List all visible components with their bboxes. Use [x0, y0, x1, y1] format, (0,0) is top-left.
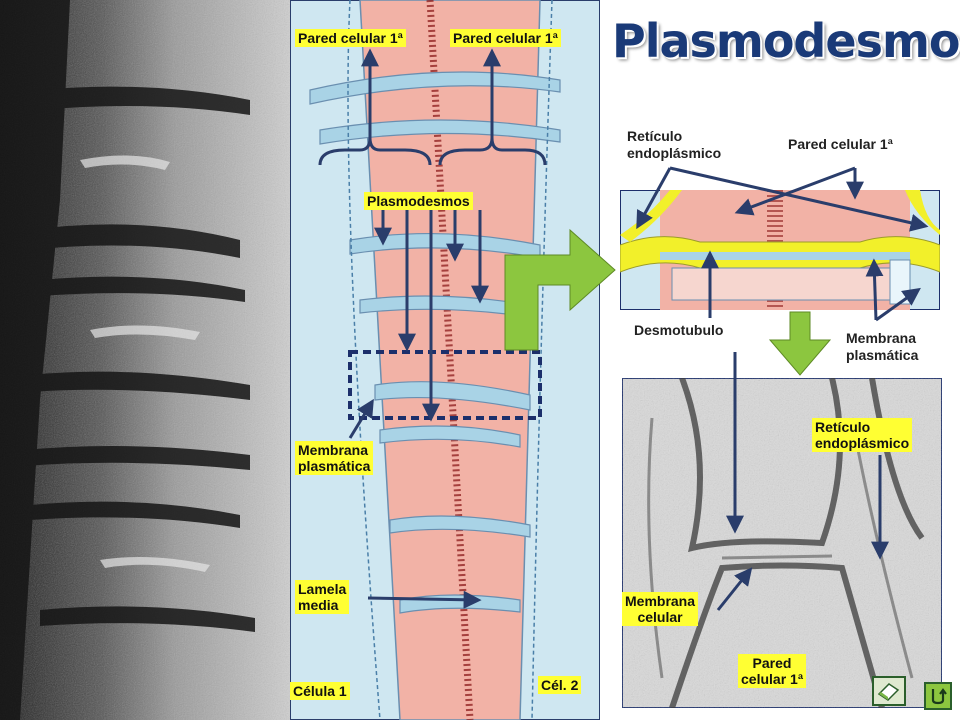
label-membrana-plasmatica-zoom: Membrana plasmática: [846, 330, 919, 363]
label-pared-celular-left: Pared celular 1ª: [295, 29, 406, 47]
label-celula-1: Célula 1: [290, 682, 350, 700]
label-cel-2: Cél. 2: [538, 676, 582, 694]
green-bent-arrow: [504, 228, 616, 351]
label-membrana-celular: Membrana celular: [622, 592, 699, 626]
label-reticulo-endoplasmico-zoom: Retículo endoplásmico: [627, 128, 722, 161]
label-reticulo-endoplasmico-micrograph: Retículo endoplásmico: [812, 418, 913, 452]
green-down-arrow: [768, 311, 832, 376]
return-arrow-glyph: [931, 688, 947, 705]
label-pared-celular-micrograph: Pared celular 1ª: [738, 654, 806, 688]
label-pared-celular-zoom: Pared celular 1ª: [788, 136, 893, 152]
label-plasmodesmos: Plasmodesmos: [364, 192, 473, 210]
eraser-icon[interactable]: [872, 676, 906, 706]
label-desmotubulo: Desmotubulo: [634, 322, 724, 338]
plasmodesma-zoom-diagram: [620, 190, 940, 310]
label-lamela-media: Lamela media: [295, 580, 350, 614]
zoom-region-box: [348, 350, 542, 420]
electron-micrograph-left: [0, 0, 290, 720]
eraser-icon-glyph: [877, 683, 900, 701]
label-pared-celular-right: Pared celular 1ª: [450, 29, 561, 47]
return-arrow-icon[interactable]: [924, 682, 952, 710]
label-membrana-plasmatica: Membrana plasmática: [295, 441, 374, 475]
page-title: Plasmodesmos: [612, 14, 960, 68]
